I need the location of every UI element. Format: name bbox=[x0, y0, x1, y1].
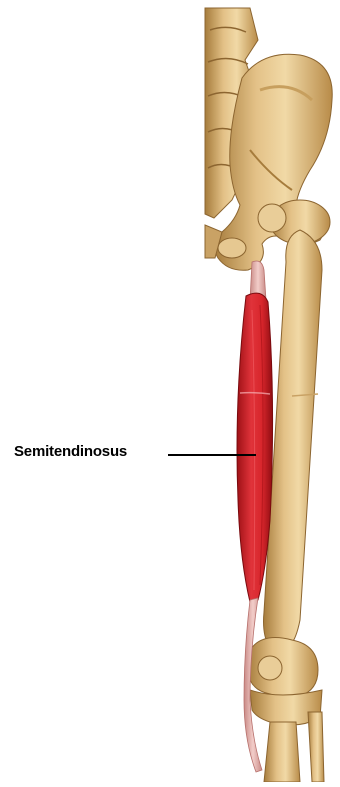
semitendinosus-label: Semitendinosus bbox=[14, 443, 127, 460]
